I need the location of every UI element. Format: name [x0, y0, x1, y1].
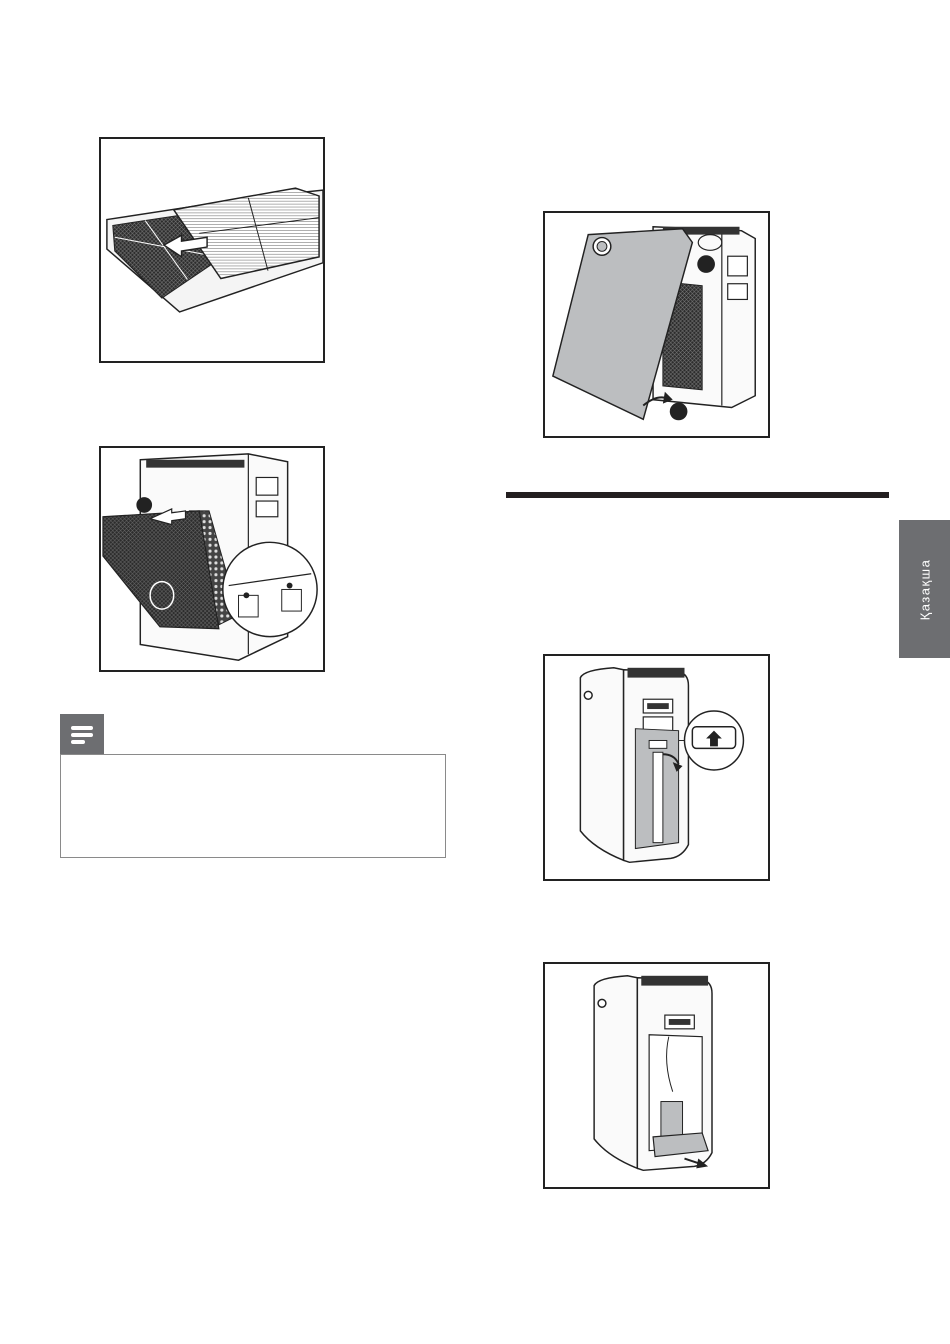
note-icon	[60, 714, 104, 754]
filter-slide-illustration	[101, 139, 323, 361]
note-box	[60, 754, 446, 858]
water-tank-remove-illustration	[545, 964, 768, 1187]
figure-filter-slide	[99, 137, 325, 363]
front-panel-attach-illustration	[545, 213, 768, 436]
language-tab-label: Қазақша	[917, 558, 932, 620]
section-divider	[506, 492, 889, 498]
prefilter-attach-illustration	[101, 448, 323, 670]
language-tab: Қазақша	[899, 520, 950, 658]
figure-front-panel-attach	[543, 211, 770, 438]
figure-prefilter-attach	[99, 446, 325, 672]
water-tank-release-illustration	[545, 656, 768, 879]
figure-water-tank-remove	[543, 962, 770, 1189]
figure-water-tank-release	[543, 654, 770, 881]
